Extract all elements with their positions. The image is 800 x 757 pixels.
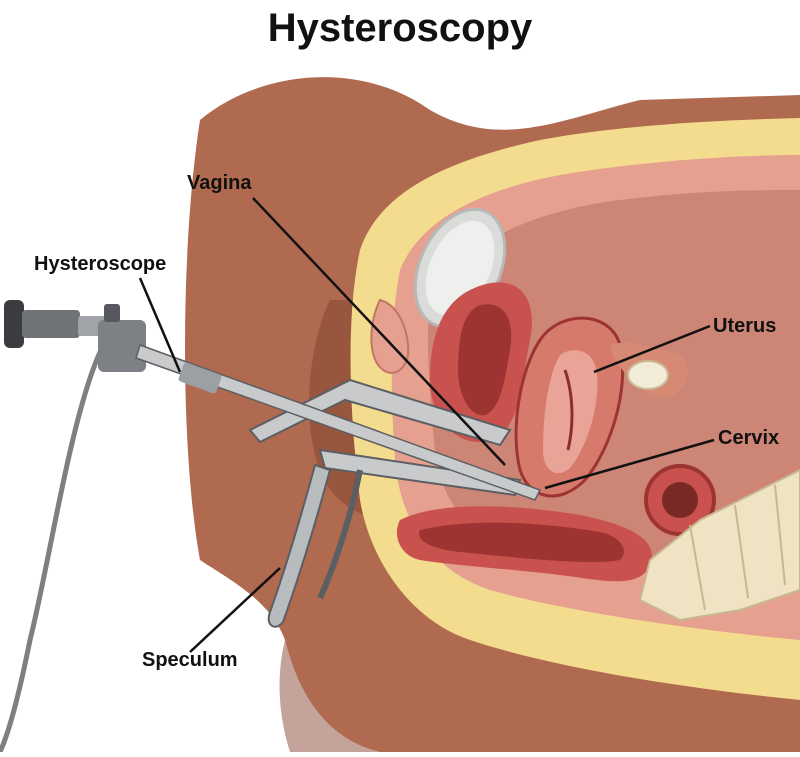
hysteroscope xyxy=(0,300,542,754)
leader-lines xyxy=(138,197,715,653)
hysteroscope-leader-line xyxy=(138,277,182,373)
ovary xyxy=(610,342,688,398)
vaginal-tissue xyxy=(370,282,532,442)
sacrum-bones xyxy=(638,468,800,622)
vagina-leader-line xyxy=(252,197,506,466)
label-vagina: Vagina xyxy=(187,172,252,194)
speculum xyxy=(248,378,522,628)
label-cervix: Cervix xyxy=(718,427,780,449)
uterus-leader-line xyxy=(593,324,711,374)
uterus xyxy=(514,316,625,498)
label-speculum: Speculum xyxy=(142,649,238,671)
diagram-title: Hysteroscopy xyxy=(267,6,533,50)
label-hysteroscope: Hysteroscope xyxy=(34,253,167,275)
speculum-leader-line xyxy=(189,567,281,653)
label-uterus: Uterus xyxy=(713,315,777,337)
cervix-leader-line xyxy=(544,438,715,490)
rectum xyxy=(396,464,716,582)
